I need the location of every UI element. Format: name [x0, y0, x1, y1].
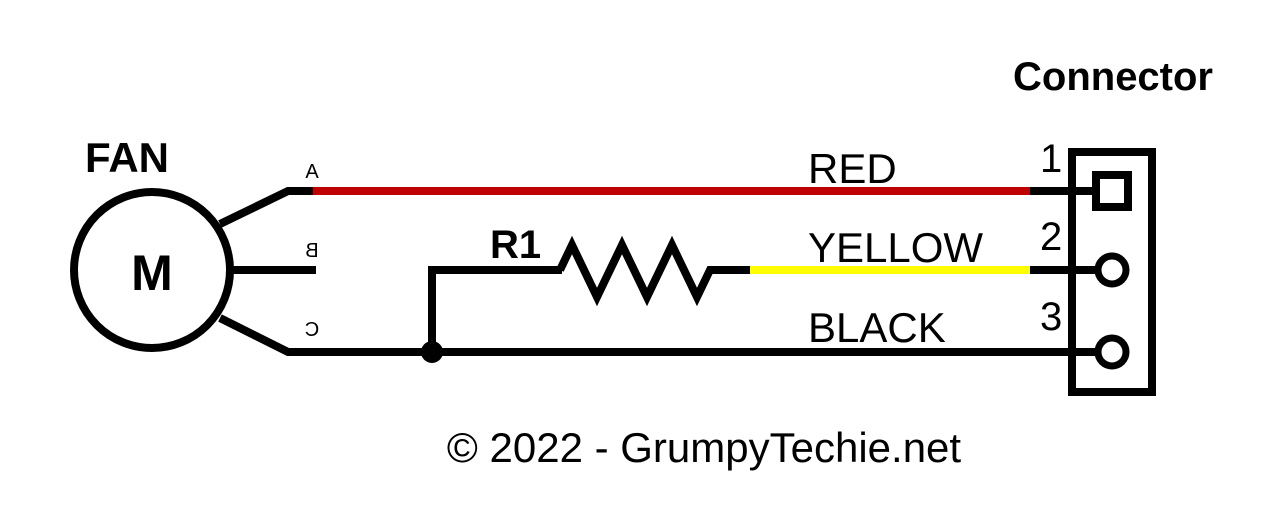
pin-1-square — [1092, 171, 1132, 211]
pin-number-1: 1 — [1040, 137, 1062, 181]
lead-c — [218, 314, 430, 356]
fan-label: FAN — [85, 134, 169, 181]
pin-number-3: 3 — [1040, 295, 1062, 339]
terminal-c: C — [305, 319, 319, 341]
wire-label-red: RED — [808, 145, 897, 192]
pin-number-2: 2 — [1040, 215, 1062, 259]
lead-a — [218, 187, 313, 228]
terminal-a: A — [305, 161, 319, 183]
pin-3-circle — [1094, 334, 1130, 370]
resistor-branch-wire — [428, 266, 562, 352]
wire-label-black: BLACK — [808, 304, 946, 351]
pin-2-circle — [1094, 252, 1130, 288]
terminal-b: B — [305, 240, 318, 262]
resistor-r1 — [556, 235, 752, 307]
connector-label: Connector — [1013, 55, 1213, 99]
motor-label: M — [131, 245, 173, 301]
connector-body — [1068, 148, 1156, 396]
resistor-label: R1 — [490, 223, 541, 267]
wire-label-yellow: YELLOW — [808, 224, 983, 271]
copyright-text: © 2022 - GrumpyTechie.net — [447, 424, 962, 471]
